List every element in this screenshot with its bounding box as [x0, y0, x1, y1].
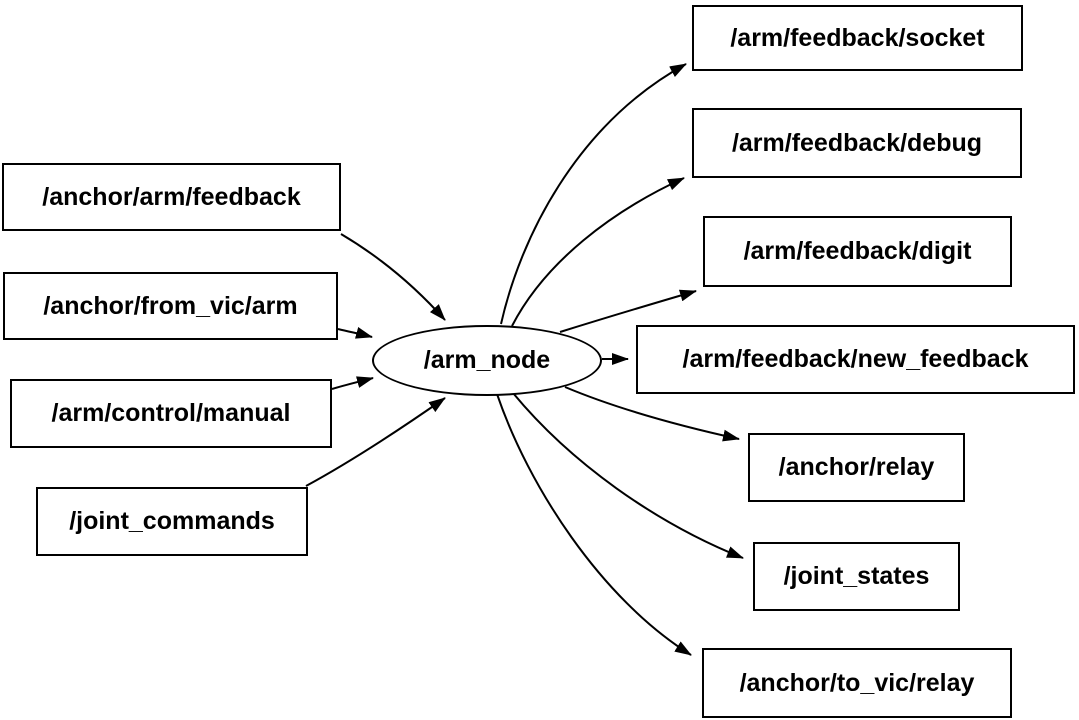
edge-arm-node-to-arm-feedback-debug — [511, 177, 685, 327]
topic-joint-states: /joint_states — [753, 542, 960, 611]
topic-arm-feedback-debug: /arm/feedback/debug — [692, 108, 1022, 178]
topic-arm-feedback-new-feedback: /arm/feedback/new_feedback — [636, 325, 1075, 394]
topic-anchor-from-vic-arm: /anchor/from_vic/arm — [3, 272, 338, 340]
edge-joint-commands-to-arm-node — [305, 397, 446, 487]
edge-anchor-arm-feedback-to-arm-node — [340, 233, 446, 321]
node-arm-node: /arm_node — [372, 325, 602, 396]
edge-arm-node-to-anchor-to-vic-relay — [496, 393, 692, 656]
topic-arm-feedback-socket: /arm/feedback/socket — [692, 5, 1023, 71]
topic-anchor-arm-feedback: /anchor/arm/feedback — [2, 163, 341, 231]
edge-arm-control-manual-to-arm-node — [331, 376, 374, 390]
topic-anchor-relay: /anchor/relay — [748, 433, 965, 502]
topic-joint-commands: /joint_commands — [36, 487, 308, 556]
edge-arm-node-to-joint-states — [512, 392, 744, 559]
edge-anchor-from-vic-arm-to-arm-node — [337, 327, 373, 339]
edge-arm-node-to-anchor-relay — [564, 386, 740, 442]
topic-arm-feedback-digit: /arm/feedback/digit — [703, 216, 1012, 287]
topic-anchor-to-vic-relay: /anchor/to_vic/relay — [702, 648, 1012, 718]
edge-arm-node-to-arm-feedback-socket — [500, 63, 687, 325]
topic-arm-control-manual: /arm/control/manual — [10, 379, 332, 448]
edge-arm-node-to-arm-feedback-digit — [559, 289, 697, 333]
